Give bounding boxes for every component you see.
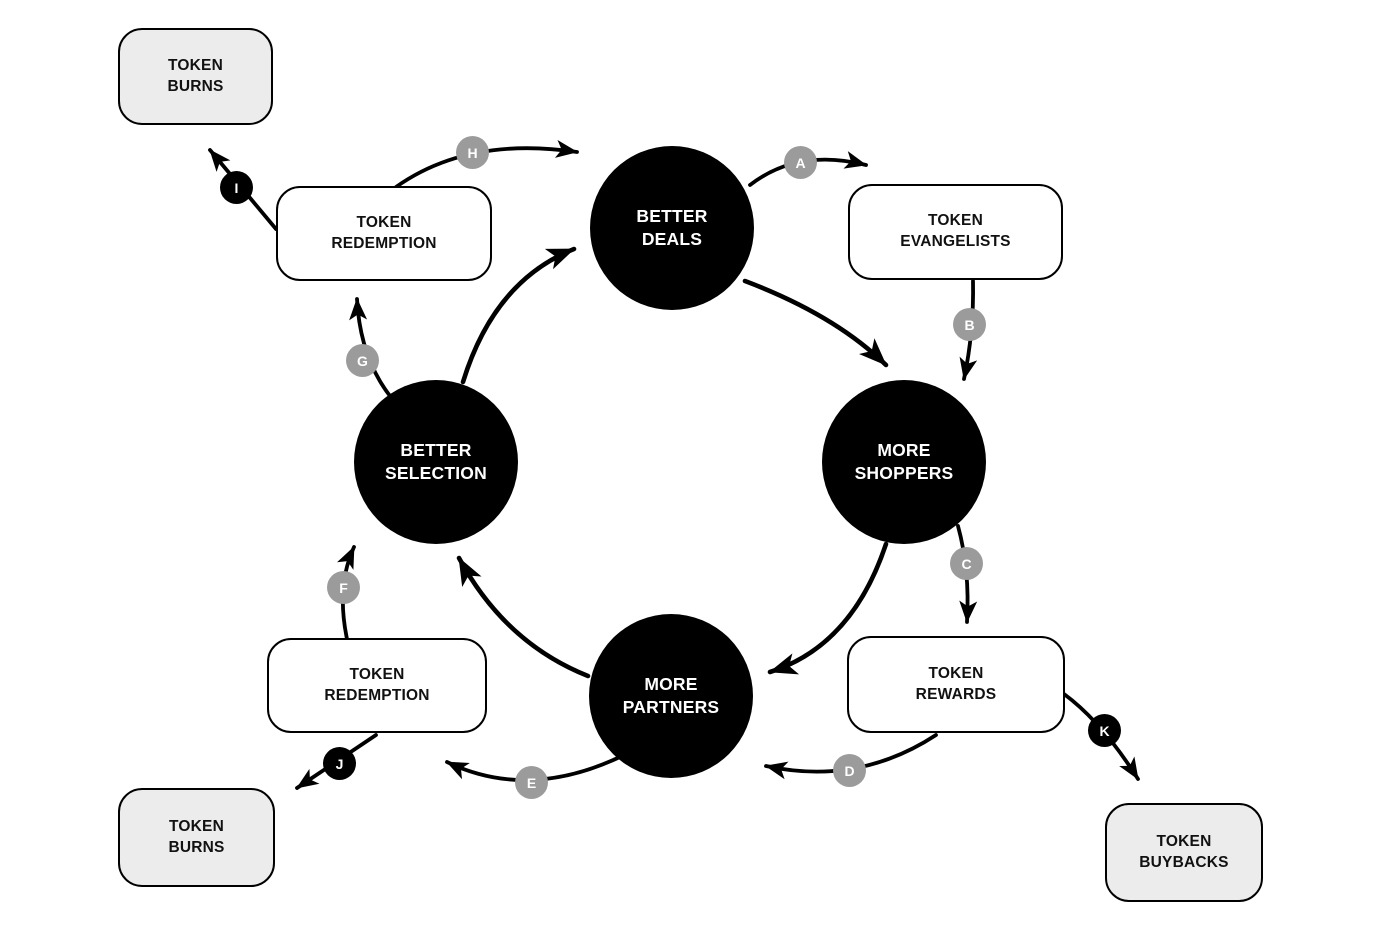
box-token-redemption-bottom: TOKEN REDEMPTION (267, 638, 487, 733)
edge-cycle-selection-to-deals (460, 246, 577, 385)
node-label: BETTER (636, 205, 708, 226)
badge-b: B (953, 308, 986, 341)
badge-c: C (950, 547, 983, 580)
node-label: SHOPPERS (854, 463, 954, 483)
box-label: TOKEN (356, 213, 412, 231)
box-label: REWARDS (915, 685, 997, 703)
box-label: TOKEN (928, 664, 984, 682)
node-better-deals: BETTER DEALS (590, 146, 754, 310)
edge-cycle-shoppers-to-partners (767, 541, 889, 675)
edge-cycle-partners-to-selection (456, 555, 591, 679)
node-better-selection: BETTER SELECTION (354, 380, 518, 544)
box-token-redemption-top: TOKEN REDEMPTION (276, 186, 492, 281)
box-token-burns-bottom: TOKEN BURNS (118, 788, 275, 887)
box-label: BURNS (168, 838, 225, 856)
node-label: MORE (877, 439, 931, 460)
node-label: DEALS (641, 229, 703, 249)
badge-h: H (456, 136, 489, 169)
edge-cycle-deals-to-shoppers (742, 278, 889, 368)
badge-d: D (833, 754, 866, 787)
node-more-shoppers: MORE SHOPPERS (822, 380, 986, 544)
box-label: BURNS (167, 77, 224, 95)
badge-a: A (784, 146, 817, 179)
badge-i: I (220, 171, 253, 204)
box-label: TOKEN (349, 665, 405, 683)
node-label: SELECTION (385, 463, 487, 483)
box-token-burns-top: TOKEN BURNS (118, 28, 273, 125)
box-token-rewards: TOKEN REWARDS (847, 636, 1065, 733)
box-token-evangelists: TOKEN EVANGELISTS (848, 184, 1063, 280)
badge-g: G (346, 344, 379, 377)
box-label: TOKEN (1156, 832, 1212, 850)
box-label: EVANGELISTS (900, 233, 1011, 250)
node-label: MORE (644, 673, 698, 694)
badge-j: J (323, 747, 356, 780)
box-label: BUYBACKS (1139, 853, 1229, 871)
box-label: TOKEN (168, 56, 223, 74)
box-label: TOKEN (169, 817, 224, 835)
badge-f: F (327, 571, 360, 604)
badge-k: K (1088, 714, 1121, 747)
node-more-partners: MORE PARTNERS (589, 614, 753, 778)
box-label: REDEMPTION (331, 234, 437, 252)
node-label: PARTNERS (622, 697, 720, 717)
box-label: TOKEN (928, 212, 983, 230)
box-token-buybacks: TOKEN BUYBACKS (1105, 803, 1263, 902)
badge-e: E (515, 766, 548, 799)
box-label: REDEMPTION (324, 686, 430, 704)
node-label: BETTER (400, 439, 472, 460)
